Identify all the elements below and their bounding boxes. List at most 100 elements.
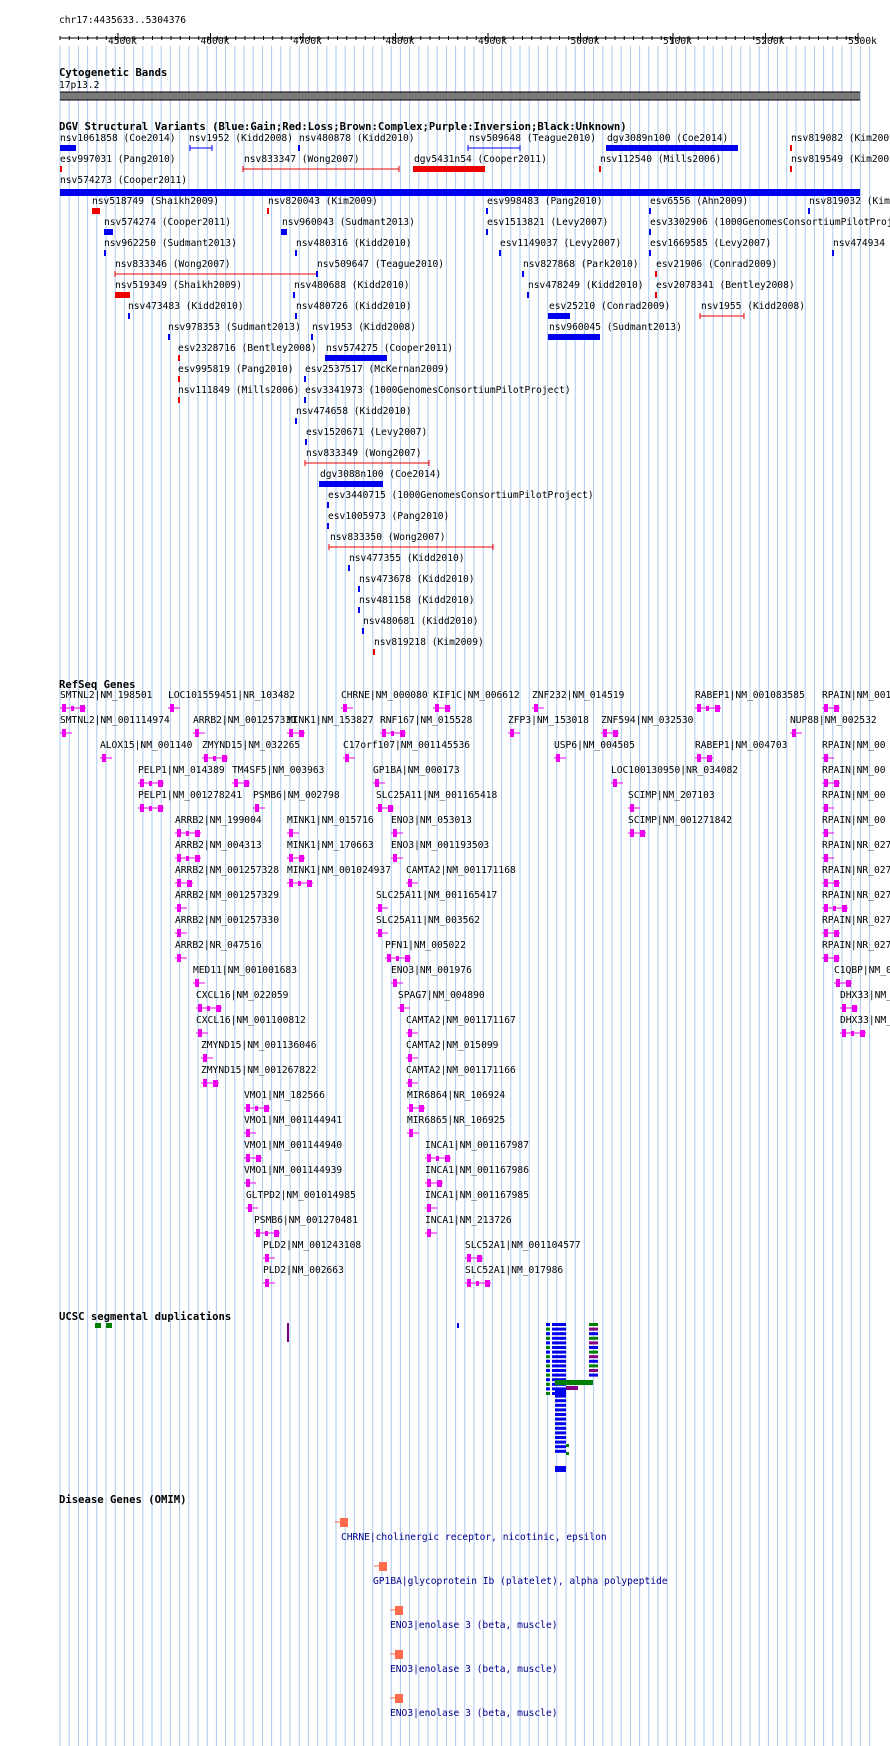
dgv-feature-label[interactable]: nsv474658 (Kidd2010) (296, 406, 412, 417)
refseq-gene-label[interactable]: VMO1|NM_001144941 (244, 1115, 343, 1126)
refseq-gene-label[interactable]: C1QBP|NM_0 (834, 965, 890, 976)
dgv-feature-label[interactable]: dgv5431n54 (Cooper2011) (414, 154, 547, 165)
refseq-gene-label[interactable]: RABEP1|NM_001083585 (695, 690, 805, 701)
refseq-gene-label[interactable]: RPAIN|NM_00 (822, 740, 886, 751)
dgv-feature-label[interactable]: nsv519349 (Shaikh2009) (115, 280, 243, 291)
refseq-gene-label[interactable]: ALOX15|NM_001140 (100, 740, 193, 751)
dgv-feature-label[interactable]: nsv111849 (Mills2006) (178, 385, 300, 396)
omim-entry-label[interactable]: ENO3|enolase 3 (beta, muscle) (390, 1664, 558, 1675)
dgv-feature-label[interactable]: nsv574275 (Cooper2011) (326, 343, 454, 354)
dgv-feature-label[interactable]: nsv962250 (Sudmant2013) (104, 238, 237, 249)
dgv-feature-label[interactable]: nsv112540 (Mills2006) (600, 154, 722, 165)
refseq-gene-label[interactable]: ZNF232|NM_014519 (532, 690, 625, 701)
refseq-gene-label[interactable]: SLC25A11|NM_001165417 (376, 890, 498, 901)
refseq-gene-label[interactable]: GP1BA|NM_000173 (373, 765, 460, 776)
dgv-feature-label[interactable]: nsv978353 (Sudmant2013) (168, 322, 301, 333)
refseq-gene-label[interactable]: ARRB2|NM_199004 (175, 815, 262, 826)
dgv-feature-label[interactable]: nsv481158 (Kidd2010) (359, 595, 475, 606)
refseq-gene-label[interactable]: MINK1|NM_153827 (287, 715, 374, 726)
refseq-gene-label[interactable]: SLC25A11|NM_001165418 (376, 790, 498, 801)
dgv-feature-label[interactable]: esv1005973 (Pang2010) (328, 511, 450, 522)
refseq-gene-label[interactable]: RPAIN|NM_00 (822, 765, 886, 776)
refseq-gene-label[interactable]: RPAIN|NM_00 (822, 815, 886, 826)
dgv-feature-label[interactable]: nsv574273 (Cooper2011) (60, 175, 188, 186)
refseq-gene-label[interactable]: SLC25A11|NM_003562 (376, 915, 480, 926)
refseq-gene-label[interactable]: CXCL16|NM_001100812 (196, 1015, 306, 1026)
dgv-feature-label[interactable]: nsv820043 (Kim2009) (268, 196, 378, 207)
cytoband-track-title[interactable]: Cytogenetic Bands (59, 67, 168, 79)
dgv-feature-label[interactable]: esv3341973 (1000GenomesConsortiumPilotPr… (305, 385, 571, 396)
omim-entry-label[interactable]: ENO3|enolase 3 (beta, muscle) (390, 1620, 558, 1631)
dgv-feature-label[interactable]: nsv819082 (Kim2009) (791, 133, 890, 144)
dgv-feature-label[interactable]: nsv819032 (Kim2009) (809, 196, 890, 207)
refseq-gene-label[interactable]: LOC101559451|NR_103482 (168, 690, 296, 701)
refseq-gene-label[interactable]: SPAG7|NM_004890 (398, 990, 485, 1001)
dgv-feature-label[interactable]: dgv3088n100 (Coe2014) (320, 469, 442, 480)
dgv-feature-label[interactable]: nsv473483 (Kidd2010) (128, 301, 244, 312)
refseq-gene-label[interactable]: ZNF594|NM_032530 (601, 715, 694, 726)
refseq-gene-label[interactable]: INCA1|NM_001167985 (425, 1190, 529, 1201)
dgv-feature-label[interactable]: nsv473678 (Kidd2010) (359, 574, 475, 585)
refseq-gene-label[interactable]: NUP88|NM_002532 (790, 715, 877, 726)
dgv-feature-label[interactable]: esv995819 (Pang2010) (178, 364, 294, 375)
dgv-feature-label[interactable]: dgv3089n100 (Coe2014) (607, 133, 729, 144)
refseq-gene-label[interactable]: RPAIN|NM_001 (822, 690, 890, 701)
dgv-feature-label[interactable]: nsv477355 (Kidd2010) (349, 553, 465, 564)
refseq-gene-label[interactable]: VMO1|NM_001144940 (244, 1140, 343, 1151)
refseq-gene-label[interactable]: MINK1|NM_170663 (287, 840, 374, 851)
refseq-gene-label[interactable]: MIR6864|NR_106924 (407, 1090, 506, 1101)
refseq-gene-label[interactable]: C17orf107|NM_001145536 (343, 740, 471, 751)
refseq-gene-label[interactable]: PLD2|NM_001243108 (263, 1240, 362, 1251)
dgv-feature-label[interactable]: nsv960045 (Sudmant2013) (549, 322, 682, 333)
refseq-gene-label[interactable]: MINK1|NM_015716 (287, 815, 374, 826)
refseq-gene-label[interactable]: ARRB2|NM_001257331 (193, 715, 297, 726)
dgv-feature-label[interactable]: nsv833346 (Wong2007) (115, 259, 231, 270)
dgv-feature-label[interactable]: nsv480688 (Kidd2010) (294, 280, 410, 291)
dgv-feature-label[interactable]: nsv478249 (Kidd2010) (528, 280, 644, 291)
refseq-gene-label[interactable]: RNF167|NM_015528 (380, 715, 473, 726)
refseq-gene-label[interactable]: CXCL16|NM_022059 (196, 990, 289, 1001)
refseq-gene-label[interactable]: RPAIN|NM_00 (822, 790, 886, 801)
refseq-gene-label[interactable]: ZFP3|NM_153018 (508, 715, 589, 726)
refseq-track-title[interactable]: RefSeq Genes (59, 679, 136, 691)
refseq-gene-label[interactable]: GLTPD2|NM_001014985 (246, 1190, 356, 1201)
dgv-feature-label[interactable]: nsv1955 (Kidd2008) (701, 301, 805, 312)
segdup-track-title[interactable]: UCSC segmental duplications (59, 1311, 232, 1323)
refseq-gene-label[interactable]: PSMB6|NM_001270481 (254, 1215, 358, 1226)
dgv-feature-label[interactable]: esv2328716 (Bentley2008) (178, 343, 317, 354)
refseq-gene-label[interactable]: RPAIN|NR_027 (822, 890, 890, 901)
refseq-gene-label[interactable]: MINK1|NM_001024937 (287, 865, 391, 876)
dgv-feature-label[interactable]: esv3440715 (1000GenomesConsortiumPilotPr… (328, 490, 594, 501)
refseq-gene-label[interactable]: ARRB2|NM_001257329 (175, 890, 279, 901)
refseq-gene-label[interactable]: PLD2|NM_002663 (263, 1265, 344, 1276)
dgv-feature-label[interactable]: esv3302906 (1000GenomesConsortiumPilotPr… (650, 217, 890, 228)
refseq-gene-label[interactable]: ARRB2|NM_001257330 (175, 915, 279, 926)
refseq-gene-label[interactable]: ENO3|NM_053013 (391, 815, 472, 826)
refseq-gene-label[interactable]: SLC52A1|NM_017986 (465, 1265, 564, 1276)
dgv-feature-label[interactable]: nsv833350 (Wong2007) (330, 532, 446, 543)
refseq-gene-label[interactable]: RPAIN|NR_027 (822, 865, 890, 876)
omim-track-title[interactable]: Disease Genes (OMIM) (59, 1494, 187, 1506)
refseq-gene-label[interactable]: ENO3|NM_001976 (391, 965, 472, 976)
refseq-gene-label[interactable]: ENO3|NM_001193503 (391, 840, 490, 851)
dgv-feature-label[interactable]: nsv518749 (Shaikh2009) (92, 196, 220, 207)
dgv-feature-label[interactable]: nsv574274 (Cooper2011) (104, 217, 232, 228)
refseq-gene-label[interactable]: SLC52A1|NM_001104577 (465, 1240, 581, 1251)
refseq-gene-label[interactable]: MED11|NM_001001683 (193, 965, 297, 976)
dgv-feature-label[interactable]: nsv1953 (Kidd2008) (312, 322, 416, 333)
dgv-feature-label[interactable]: esv1513821 (Levy2007) (487, 217, 609, 228)
refseq-gene-label[interactable]: RPAIN|NR_027 (822, 940, 890, 951)
refseq-gene-label[interactable]: RPAIN|NR_027 (822, 840, 890, 851)
omim-entry-label[interactable]: CHRNE|cholinergic receptor, nicotinic, e… (341, 1532, 607, 1543)
dgv-feature-label[interactable]: esv2537517 (McKernan2009) (305, 364, 450, 375)
refseq-gene-label[interactable]: DHX33|NM_ (840, 990, 890, 1001)
refseq-gene-label[interactable]: INCA1|NM_001167986 (425, 1165, 529, 1176)
refseq-gene-label[interactable]: ZMYND15|NM_001267822 (201, 1065, 317, 1076)
dgv-feature-label[interactable]: esv1669585 (Levy2007) (650, 238, 772, 249)
refseq-gene-label[interactable]: INCA1|NM_001167987 (425, 1140, 529, 1151)
refseq-gene-label[interactable]: RABEP1|NM_004703 (695, 740, 788, 751)
refseq-gene-label[interactable]: ARRB2|NM_004313 (175, 840, 262, 851)
refseq-gene-label[interactable]: SCIMP|NM_001271842 (628, 815, 732, 826)
dgv-feature-label[interactable]: nsv509648 (Teague2010) (469, 133, 597, 144)
refseq-gene-label[interactable]: ARRB2|NM_001257328 (175, 865, 279, 876)
